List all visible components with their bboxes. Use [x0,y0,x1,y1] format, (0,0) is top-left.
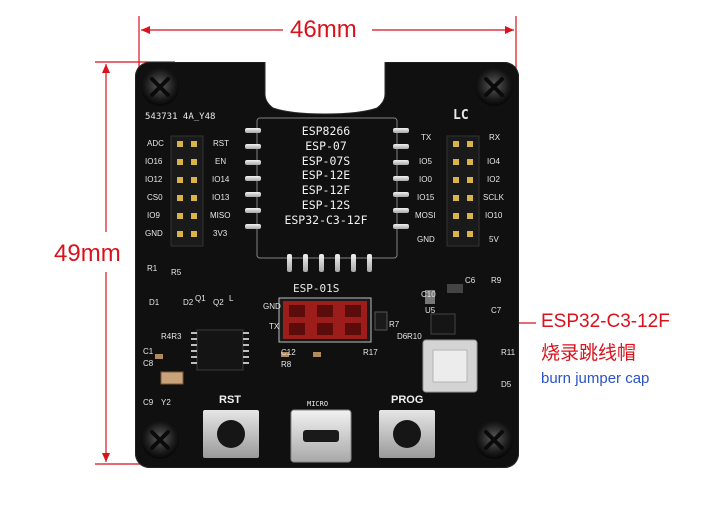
component-label: D2 [183,298,194,307]
left-inner-label: IO13 [212,193,230,202]
left-inner-label: IO14 [212,175,230,184]
right-inner-label: TX [421,133,432,142]
prog-button-label: PROG [391,394,424,406]
component-label: C1 [143,347,154,356]
component-label: U5 [425,306,436,315]
pcb-board: 543731 4A_Y48 LC ADC IO16 IO12 CS0 IO9 G… [135,62,519,468]
component-label: C10 [421,290,436,299]
left-inner-label: EN [215,157,227,166]
right-outer-label: 5V [489,235,499,244]
right-inner-label: IO5 [419,157,432,166]
module-name: ESP-07S [301,153,351,168]
height-label: 49mm [52,240,123,268]
right-inner-label: IO15 [417,193,435,202]
component-label: R8 [281,360,292,369]
right-outer-label: RX [489,133,501,142]
module-name: ESP-12E [301,168,351,183]
esp01s-label: ESP-01S [293,282,340,295]
module-name: ESP-12F [301,183,351,198]
button-housing [203,410,435,458]
component-label: R11 [501,348,516,357]
module-name: ESP-07 [305,138,347,153]
right-outer-label: IO10 [485,211,503,220]
component-label: Y2 [161,398,171,407]
component-label: R5 [171,268,182,277]
component-label: R9 [491,276,502,285]
prog-button[interactable] [379,410,435,458]
board-serial: 543731 4A_Y48 [145,112,216,122]
component-label: C12 [281,348,296,357]
right-outer-label: IO2 [487,175,500,184]
component-label: D5 [501,380,512,389]
left-inner-label: RST [213,139,229,148]
compatible-module-list: ESP8266 ESP-07 ESP-07S ESP-12E ESP-12F E… [243,124,409,228]
component-label: R1 [147,264,158,273]
rst-button-label: RST [219,394,241,406]
callout-chinese: 烧录跳线帽 [541,343,637,364]
micro-usb-label: MICRO [307,400,329,408]
component-label: R17 [363,348,378,357]
component-label: Q1 [195,294,206,303]
component-label: C9 [143,398,154,407]
component-label: D1 [149,298,160,307]
component-label: D6 [397,332,408,341]
left-outer-label: IO9 [147,211,160,220]
left-header [170,135,204,247]
component-label: R4R3 [161,332,182,341]
left-outer-label: IO12 [145,175,163,184]
mount-screw [141,68,513,459]
width-label: 46mm [290,16,357,43]
left-outer-label: GND [145,229,163,238]
right-outer-label: IO4 [487,157,500,166]
component-label: C7 [491,306,502,315]
right-inner-label: IO0 [419,175,432,184]
right-header [446,135,480,247]
right-inner-label: MOSI [415,211,436,220]
component-label: GND [263,302,281,311]
component-label: TX [269,322,280,331]
right-outer-label: SCLK [483,193,504,202]
left-inner-label: MISO [210,211,231,220]
component-label: C6 [465,276,476,285]
component-label: L [229,294,234,303]
micro-usb-port[interactable] [291,410,351,462]
callout-title: ESP32-C3-12F [541,311,670,332]
module-name: ESP-12S [301,197,351,212]
module-name: ESP8266 [301,124,351,138]
left-outer-label: IO16 [145,157,163,166]
left-inner-label: 3V3 [213,229,228,238]
left-outer-label: CS0 [147,193,163,202]
component-label: R7 [389,320,400,329]
left-outer-label: ADC [147,139,164,148]
lc-logo: LC [453,108,469,123]
pcb-board-graphic [135,62,519,468]
right-inner-label: GND [417,235,435,244]
callout-english: burn jumper cap [541,370,650,387]
esp01s-socket [278,297,388,343]
rst-button[interactable] [203,410,259,458]
component-label: Q2 [213,298,224,307]
component-label: C8 [143,359,154,368]
module-name: ESP32-C3-12F [284,212,368,227]
component-label: R10 [407,332,422,341]
